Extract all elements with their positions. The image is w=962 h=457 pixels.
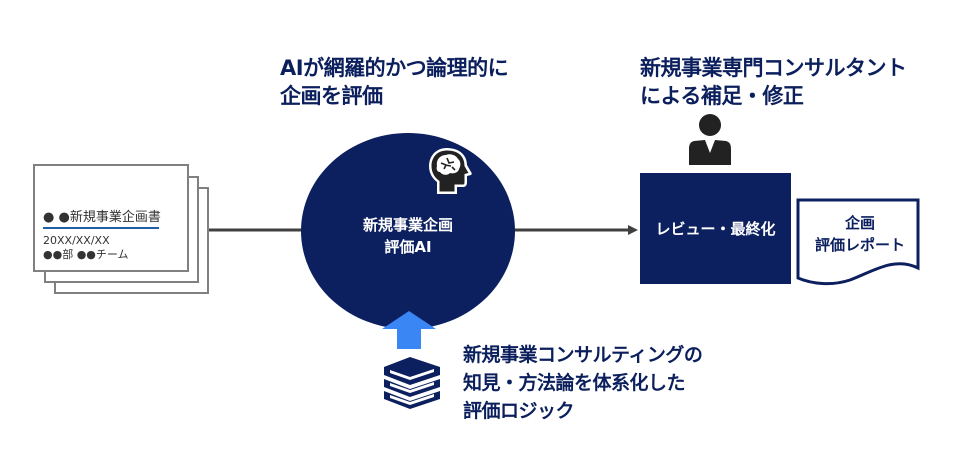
evaluation-logic-label: 新規事業コンサルティングの 知見・方法論を体系化した 評価ロジック <box>463 341 703 425</box>
evaluation-report-icon <box>796 198 920 286</box>
document-title: ● ●新規事業企画書 <box>43 210 161 225</box>
ai-node-label-line2: 評価AI <box>384 238 432 256</box>
consultant-heading-line1: 新規事業専門コンサルタント <box>640 56 907 80</box>
ai-heading-line1: AIが網羅的かつ論理的に <box>280 56 509 80</box>
document-sheet-front <box>33 164 189 272</box>
evaluation-report-label: 企画 評価レポート <box>800 212 920 256</box>
ai-node-label: 新規事業企画 評価AI <box>301 214 515 258</box>
consultant-heading-line2: による補足・修正 <box>640 84 804 108</box>
ai-evaluation-node <box>301 133 515 329</box>
evaluation-logic-line2: 知見・方法論を体系化した <box>463 372 686 394</box>
arrowhead-icon <box>628 225 638 235</box>
consultant-heading: 新規事業専門コンサルタント による補足・修正 <box>640 54 907 110</box>
evaluation-logic-line3: 評価ロジック <box>463 400 575 422</box>
document-meta: 20XX/XX/XX ●●部 ●●チーム <box>43 234 129 262</box>
review-finalize-node: レビュー・最終化 <box>640 173 791 284</box>
brain-head-icon <box>429 148 472 194</box>
up-arrow-icon <box>382 311 436 349</box>
document-owner: ●●部 ●●チーム <box>43 248 129 261</box>
report-label-line2: 評価レポート <box>814 236 905 254</box>
ai-heading-line2: 企画を評価 <box>280 84 383 108</box>
evaluation-logic-line1: 新規事業コンサルティングの <box>463 344 703 366</box>
document-date: 20XX/XX/XX <box>43 234 110 247</box>
document-title-underline <box>43 227 159 229</box>
ai-evaluation-heading: AIが網羅的かつ論理的に 企画を評価 <box>280 54 509 110</box>
books-icon <box>384 357 440 409</box>
consultant-person-icon <box>689 114 731 165</box>
ai-node-label-line1: 新規事業企画 <box>362 216 453 234</box>
report-label-line1: 企画 <box>844 214 875 232</box>
review-finalize-label: レビュー・最終化 <box>655 220 776 238</box>
